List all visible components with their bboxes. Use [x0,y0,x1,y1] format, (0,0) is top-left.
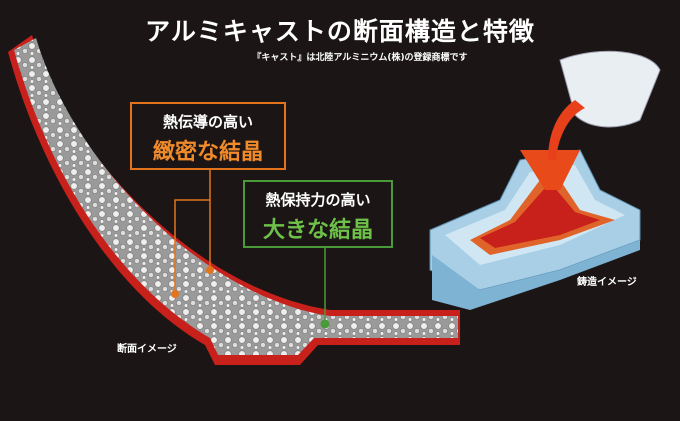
casting-mold-illustration [429,50,661,310]
page-title: アルミキャストの断面構造と特徴 [145,17,535,46]
fine-crystal-marker [206,266,214,274]
cross-section-caption: 断面イメージ [117,344,177,355]
pan-cross-section [14,38,458,355]
callout-lines [174,166,326,322]
fine-crystal-label-line1: 熱伝導の高い [162,113,253,131]
fine-crystal-label: 熱伝導の高い 緻密な結晶 [130,102,286,170]
fine-crystal-label-line2: 緻密な結晶 [152,140,263,165]
casting-caption: 鋳造イメージ [577,277,637,288]
large-crystal-marker [320,319,330,329]
large-crystal-label: 熱保持力の高い 大きな結晶 [243,180,393,248]
large-crystal-label-line1: 熱保持力の高い [265,191,371,209]
fine-crystal-marker [171,290,179,298]
trademark-note: 『キャスト』は北陸アルミニウム(株)の登録商標です [252,53,468,63]
large-crystal-label-line2: 大きな結晶 [262,218,373,243]
